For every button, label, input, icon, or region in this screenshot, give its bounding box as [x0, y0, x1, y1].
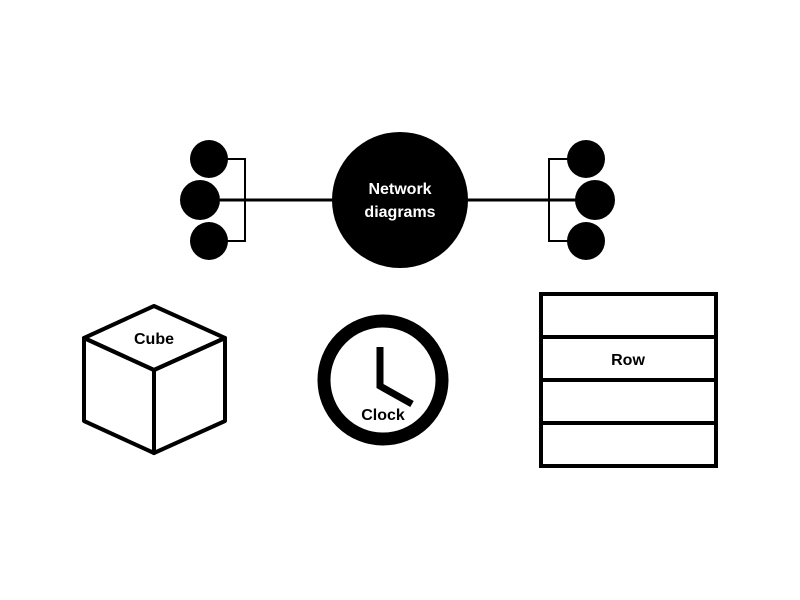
row-1	[539, 292, 718, 339]
row-4	[539, 421, 718, 468]
cube-label: Cube	[134, 331, 174, 348]
clock-face	[317, 314, 449, 446]
network-node-left-middle	[180, 180, 220, 220]
clock-hands	[376, 347, 414, 408]
row-diagram	[539, 292, 718, 468]
row-3	[539, 378, 718, 425]
network-node-right-top	[567, 140, 605, 178]
network-node-left-top	[190, 140, 228, 178]
network-node-right-bottom	[567, 222, 605, 260]
row-label: Row	[611, 352, 645, 369]
network-diagram: Network diagrams	[180, 132, 615, 268]
network-node-right-middle	[575, 180, 615, 220]
cube-left-face	[82, 336, 156, 455]
network-hub-label-line1: Network	[368, 181, 431, 198]
network-hub-label-line2: diagrams	[364, 204, 435, 221]
cube-diagram	[82, 304, 227, 455]
network-node-left-bottom	[190, 222, 228, 260]
clock-diagram: Clock	[317, 314, 449, 446]
cube-right-face	[152, 336, 227, 455]
network-hub	[332, 132, 468, 268]
clock-label: Clock	[361, 407, 405, 424]
